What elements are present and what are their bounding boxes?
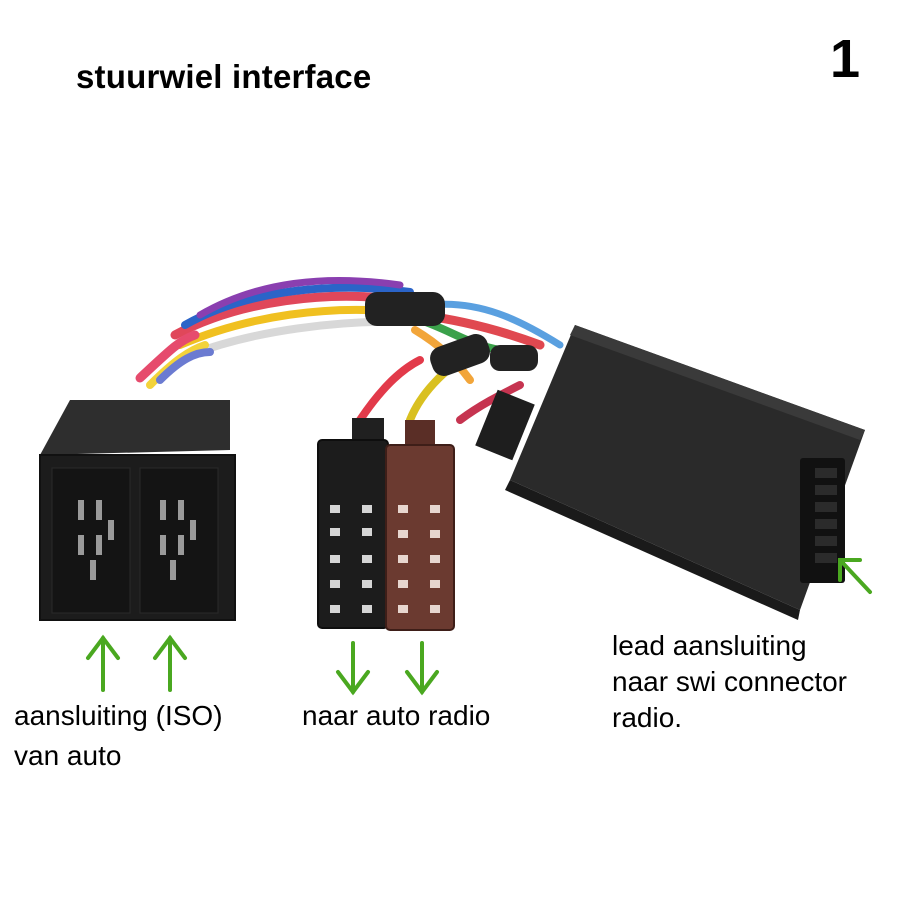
radio-connector-black: [317, 418, 389, 629]
heat-shrink-sleeves: [365, 292, 538, 376]
lead-label: lead aansluiting naar swi connector radi…: [612, 628, 847, 736]
interface-module: [475, 325, 865, 620]
radio-connector-brown: [385, 420, 455, 631]
iso-label-line-1: aansluiting (ISO): [14, 700, 223, 731]
lead-label-line-2: naar swi connector: [612, 666, 848, 697]
lead-label-line-3: radio.: [612, 702, 683, 733]
iso-label-line-2: van auto: [14, 740, 122, 771]
radio-label: naar auto radio: [302, 696, 490, 736]
arrow-down-icon: [336, 641, 370, 696]
arrow-down-icon: [405, 641, 439, 696]
lead-label-line-1: lead aansluiting: [612, 630, 807, 661]
arrow-diagonal-icon: [838, 558, 872, 594]
arrow-up-icon: [153, 634, 187, 692]
iso-label: aansluiting (ISO) van auto: [14, 696, 223, 776]
arrows: [86, 558, 872, 696]
page-number: 1: [830, 29, 861, 89]
iso-connector: [39, 400, 236, 621]
page-title: stuurwiel interface: [76, 58, 372, 95]
arrow-up-icon: [86, 634, 120, 692]
radio-label-line-1: naar auto radio: [302, 700, 491, 731]
